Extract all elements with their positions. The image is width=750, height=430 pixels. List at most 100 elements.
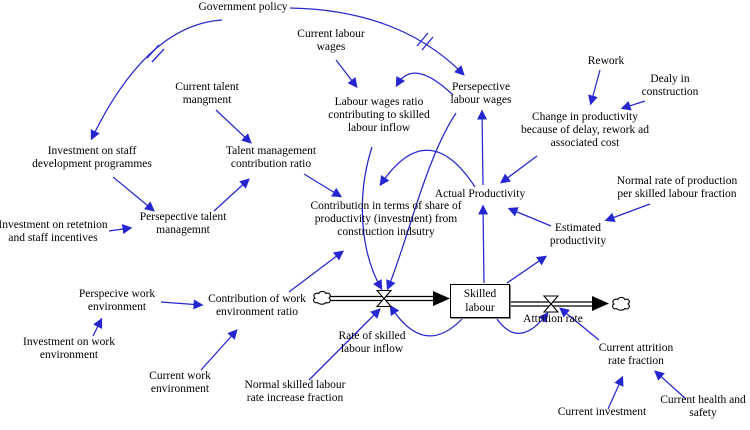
arrow-investment-work-to-perspecive-work: [92, 317, 103, 337]
label-line: labour wages: [450, 94, 512, 106]
arrow-estimated-to-actual-productivity: [507, 207, 552, 227]
node-rework[interactable]: Rework: [588, 55, 624, 68]
label-line: environment: [150, 383, 210, 395]
arrow-talent-ratio-to-contribution-share: [303, 173, 343, 198]
attrition-valve[interactable]: [542, 295, 560, 313]
label-line: safety: [689, 407, 717, 419]
label-line: because of delay, rework ad: [521, 124, 649, 136]
label-line: contribution ratio: [230, 158, 312, 170]
label-line: Persepective talent: [139, 211, 227, 223]
arrow-actual-productivity-to-persepective-labour-wages: [477, 109, 488, 186]
arrow-current-talent-mangment-to-talent-ratio: [215, 109, 252, 144]
arrow-current-labour-wages-to-labour-wages-ratio: [335, 59, 358, 88]
arrow-investment-staff-dev-to-persepective-talent: [112, 176, 155, 212]
label-line: Current health and: [660, 394, 746, 406]
arrow-stock-feedback-to-attrition-valve: [496, 312, 549, 334]
arrow-attrition-fraction-to-attrition-valve: [559, 307, 600, 341]
arrow-work-env-ratio-to-contribution-share: [288, 250, 344, 293]
arrow-labour-wages-ratio-to-inflow-valve: [361, 146, 383, 291]
label-line: Persepective: [451, 81, 511, 93]
arrow-persepective-talent-to-talent-ratio: [213, 178, 250, 212]
node-current-investment[interactable]: Current investment: [558, 406, 646, 419]
label-line: construction indsutry: [337, 226, 435, 238]
label-line: Current work: [149, 370, 211, 382]
label-line: Contribution in terms of share of: [310, 200, 462, 212]
arrow-change-in-productivity-to-actual-productivity: [499, 155, 538, 184]
label-line: contributing to skilled: [328, 109, 430, 121]
node-government-policy[interactable]: Government policy: [198, 1, 287, 14]
label-line: Normal skilled labour: [244, 379, 346, 391]
arrow-perspecive-work-to-work-env-ratio: [160, 299, 204, 310]
label-line: Dealy in: [650, 73, 690, 85]
label-line: labour: [465, 302, 495, 314]
label-line: Rework: [587, 55, 625, 67]
label-line: Attrition rate: [523, 313, 583, 325]
arrow-persepective-labour-wages-to-inflow-valve: [386, 112, 457, 291]
arrow-persepective-labour-wages-to-labour-wages-ratio: [395, 72, 454, 96]
label-line: environment: [87, 301, 147, 313]
label-line: associated cost: [550, 137, 620, 149]
label-line: Current labour: [297, 28, 365, 40]
outflow-pipe-arrowhead: [592, 296, 609, 311]
arrow-government-policy-to-investment-staff-dev: [90, 19, 223, 141]
label-line: Contribution of work: [208, 293, 306, 305]
arrow-health-safety-to-attrition-fraction: [654, 370, 687, 400]
arrow-current-work-to-work-env-ratio: [200, 329, 238, 371]
label-line: labour inflow: [347, 122, 411, 134]
label-line: Labour wages ratio: [334, 96, 424, 108]
label-line: Normal rate of production: [616, 175, 738, 187]
stock-skilled-labour[interactable]: Skilled labour: [450, 284, 510, 318]
label-line: development programmes: [32, 158, 152, 170]
arrow-stock-to-estimated-productivity: [506, 255, 548, 284]
label-line: managemnt: [156, 224, 210, 236]
label-line: Current investment: [557, 406, 647, 418]
arrow-dealy-to-change-in-productivity: [620, 100, 646, 111]
label-line: Rate of skilled: [338, 330, 406, 342]
label-line: productivity (investment) from: [314, 213, 458, 225]
node-actual-productivity[interactable]: Actual Productivity: [435, 188, 525, 201]
label-line: Investment on staff: [47, 145, 137, 157]
arrow-stock-to-actual-productivity: [478, 204, 489, 284]
inflow-pipe-arrowhead: [433, 291, 450, 306]
label-line: environment: [39, 349, 99, 361]
arrow-normal-skilled-fraction-to-inflow-valve: [308, 308, 381, 381]
sink-cloud-icon: [612, 296, 630, 311]
arrow-government-policy-to-persepective-labour-wages: [289, 7, 465, 76]
node-attrition-rate[interactable]: Attrition rate: [523, 313, 583, 326]
label-line: Government policy: [198, 1, 288, 13]
arrow-stock-feedback-to-inflow-valve: [389, 304, 463, 337]
label-line: Actual Productivity: [434, 188, 526, 200]
label-line: Investment on retetnion: [0, 219, 108, 231]
arrow-rework-to-change-in-productivity: [588, 69, 601, 106]
inflow-valve[interactable]: [375, 289, 393, 308]
label-line: Investment on work: [23, 336, 115, 348]
label-line: Talent management: [225, 145, 317, 157]
label-line: wages: [316, 41, 346, 53]
label-line: Skilled: [463, 288, 497, 300]
label-line: mangment: [182, 94, 232, 106]
label-line: construction: [641, 86, 699, 98]
label-line: productivity: [549, 235, 607, 247]
